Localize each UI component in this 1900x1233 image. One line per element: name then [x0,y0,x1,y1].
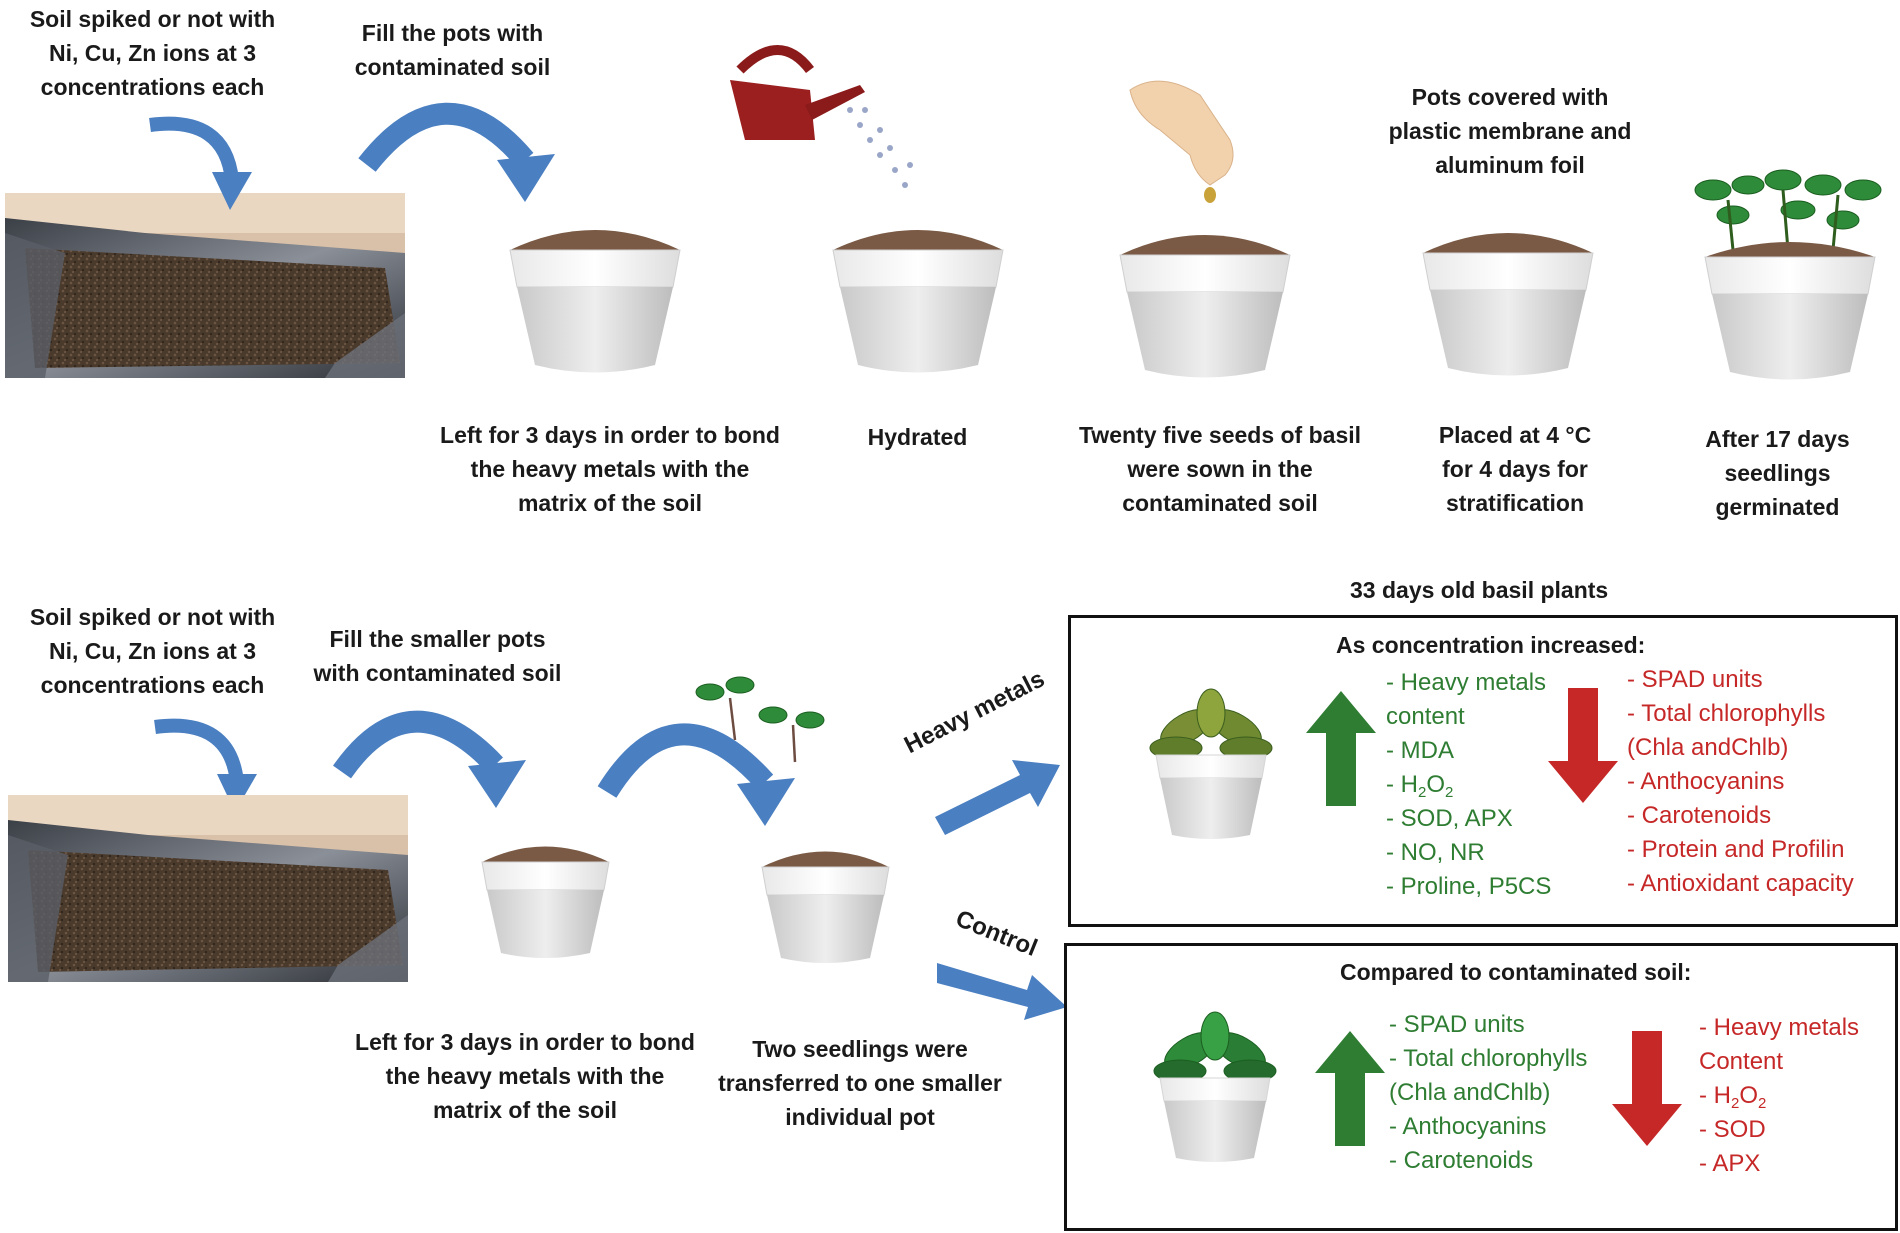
increase-item: (Chla andChlb) [1389,1079,1551,1106]
top-step2-caption: Hydrated [867,424,968,450]
increase-item: - SPAD units [1389,1011,1525,1038]
top-step1-caption: Left for 3 days in order to bond the hea… [440,422,780,516]
pot-icon [761,851,890,963]
formula-subscript: 2 [1731,1095,1740,1112]
formula-subscript: 2 [1445,784,1454,801]
curved-arrow-icon [149,116,252,210]
decrease-item: - Protein and Profilin [1627,836,1845,863]
formula-subscript: 2 [1418,784,1427,801]
bottom-step2-caption: Two seedlings were transferred to one sm… [718,1036,1002,1130]
watering-can-icon [730,45,913,188]
decrease-list: - SPAD units - Total chlorophylls (Chla … [1627,663,1854,901]
seedlings-icon [695,676,825,763]
increase-item: - Anthocyanins [1389,1113,1547,1140]
increase-item: - NO, NR [1386,839,1485,866]
increase-item: - Heavy metals [1386,669,1547,696]
decrease-item: - Carotenoids [1627,802,1772,829]
hand-sowing-icon [1129,80,1234,203]
decrease-item: - Anthocyanins [1627,768,1785,795]
plants-title: 33 days old basil plants [1350,577,1609,603]
decrease-arrow-icon [1612,1031,1682,1146]
pot-icon [1119,235,1291,378]
top-step3-caption: Twenty five seeds of basil were sown in … [1078,422,1362,516]
pot-icon [832,230,1004,373]
increase-list: - SPAD units - Total chlorophylls (Chla … [1389,1008,1587,1178]
decrease-item: - Heavy metals [1699,1014,1860,1041]
decrease-item: Content [1699,1048,1784,1075]
increase-item: content [1386,703,1465,730]
top-fill-caption: Fill the pots with contaminated soil [354,20,551,80]
increase-item: - MDA [1386,737,1454,764]
increase-arrow-icon [1315,1031,1385,1146]
decrease-arrow-icon [1548,688,1618,803]
control-results-box: Compared to contaminated soil: - SPAD un… [1064,943,1898,1231]
pot-icon [1704,242,1876,380]
formula-subscript: 2 [1758,1095,1767,1112]
decrease-item: - SOD [1699,1116,1766,1143]
top-cover-caption: Pots covered with plastic membrane and a… [1388,84,1632,178]
curved-arrow-icon [597,723,795,826]
increase-item: - Carotenoids [1389,1147,1534,1174]
top-soil-caption: Soil spiked or not with Ni, Cu, Zn ions … [29,6,276,100]
decrease-item: - SPAD units [1627,666,1763,693]
increase-item: - SOD, APX [1386,805,1513,832]
bottom-step1-caption: Left for 3 days in order to bond the hea… [355,1029,695,1123]
formula-part: - H [1386,771,1418,798]
decrease-item-h2o2: - H2O2 [1699,1079,1859,1113]
seedlings-icon [1694,169,1882,251]
control-arrow-icon [937,963,1067,1020]
soil-bag-photo [8,795,408,982]
decrease-item: (Chla andChlb) [1627,734,1789,761]
bottom-soil-caption: Soil spiked or not with Ni, Cu, Zn ions … [29,604,276,698]
box-control-title: Compared to contaminated soil: [1340,959,1692,985]
increase-item: - Total chlorophylls [1389,1045,1588,1072]
bottom-fill-caption: Fill the smaller pots with contaminated … [313,626,562,686]
increase-list: - Heavy metals content - MDA - H2O2 - SO… [1386,666,1551,904]
decrease-list: - Heavy metals Content - H2O2 - SOD - AP… [1699,1011,1859,1181]
pot-icon [481,846,610,958]
increase-arrow-icon [1306,691,1376,806]
curved-arrow-icon [358,102,555,202]
box-heavy-title: As concentration increased: [1336,632,1646,658]
pot-icon [509,230,681,373]
pot-icon [1422,233,1594,376]
decrease-item: - Antioxidant capacity [1627,870,1854,897]
soil-bag-photo [5,193,405,378]
decrease-item: - APX [1699,1150,1761,1177]
top-step5-caption: After 17 days seedlings germinated [1705,426,1850,520]
increase-item: - Proline, P5CS [1386,873,1552,900]
formula-part: - H [1699,1082,1731,1109]
heavy-metals-arrow-icon [935,760,1060,835]
basil-pot-icon [1149,688,1273,839]
curved-arrow-icon [332,710,526,808]
increase-item-h2o2: - H2O2 [1386,768,1551,802]
formula-part: O [1739,1082,1759,1109]
decrease-item: - Total chlorophylls [1627,700,1826,727]
formula-part: O [1426,771,1446,798]
top-step4-caption: Placed at 4 °C for 4 days for stratifica… [1438,422,1592,516]
basil-pot-icon [1153,1011,1277,1162]
curved-arrow-icon [154,718,257,812]
heavy-metals-results-box: As concentration increased: - Heavy meta… [1068,615,1898,927]
